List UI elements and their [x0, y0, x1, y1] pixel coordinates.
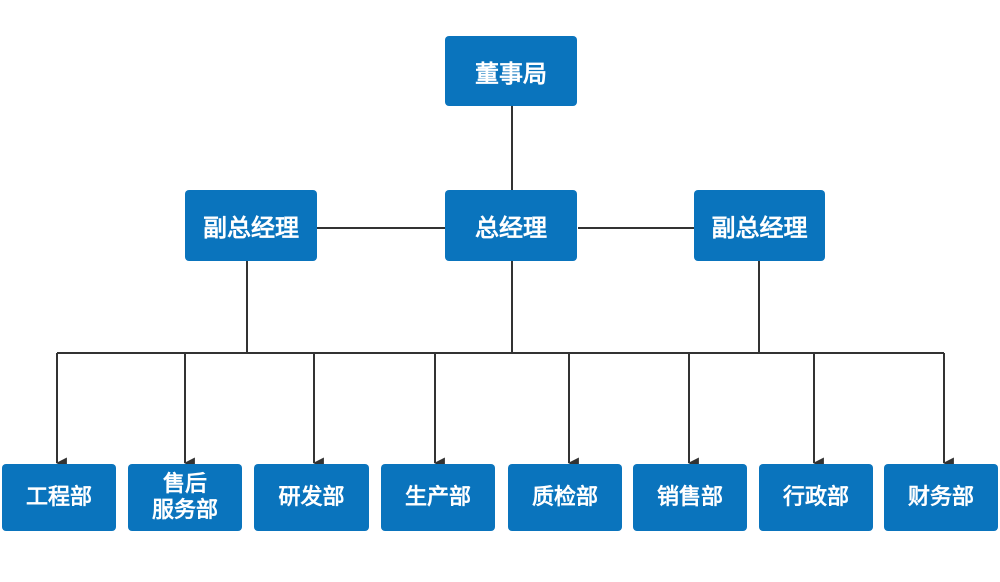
department-label: 行政部 — [782, 484, 849, 510]
department-label: 销售部 — [656, 484, 723, 510]
department-box-rnd: 研发部 — [254, 464, 369, 531]
department-box-finance: 财务部 — [884, 464, 998, 531]
board-label: 董事局 — [475, 59, 547, 88]
department-box-production: 生产部 — [381, 464, 495, 531]
board-box: 董事局 — [445, 36, 577, 106]
department-label-line-1: 售后 — [162, 471, 207, 497]
general-manager-label: 总经理 — [475, 214, 547, 242]
department-box-engineering: 工程部 — [2, 464, 116, 531]
deputy-manager-right-label: 副总经理 — [711, 214, 808, 242]
deputy-manager-right-box: 副总经理 — [694, 190, 825, 261]
department-label: 工程部 — [25, 484, 92, 510]
deputy-manager-left-box: 副总经理 — [185, 190, 317, 261]
department-label: 研发部 — [278, 484, 345, 510]
general-manager-box: 总经理 — [445, 190, 577, 261]
department-label: 生产部 — [404, 484, 471, 510]
department-box-administration: 行政部 — [759, 464, 873, 531]
department-box-sales: 销售部 — [633, 464, 747, 531]
department-box-after-sales: 售后 服务部 — [128, 464, 242, 531]
department-label-line-2: 服务部 — [151, 497, 218, 523]
department-label: 财务部 — [907, 484, 974, 510]
department-box-quality: 质检部 — [508, 464, 622, 531]
department-label: 质检部 — [531, 484, 598, 510]
deputy-manager-left-label: 副总经理 — [203, 214, 299, 242]
